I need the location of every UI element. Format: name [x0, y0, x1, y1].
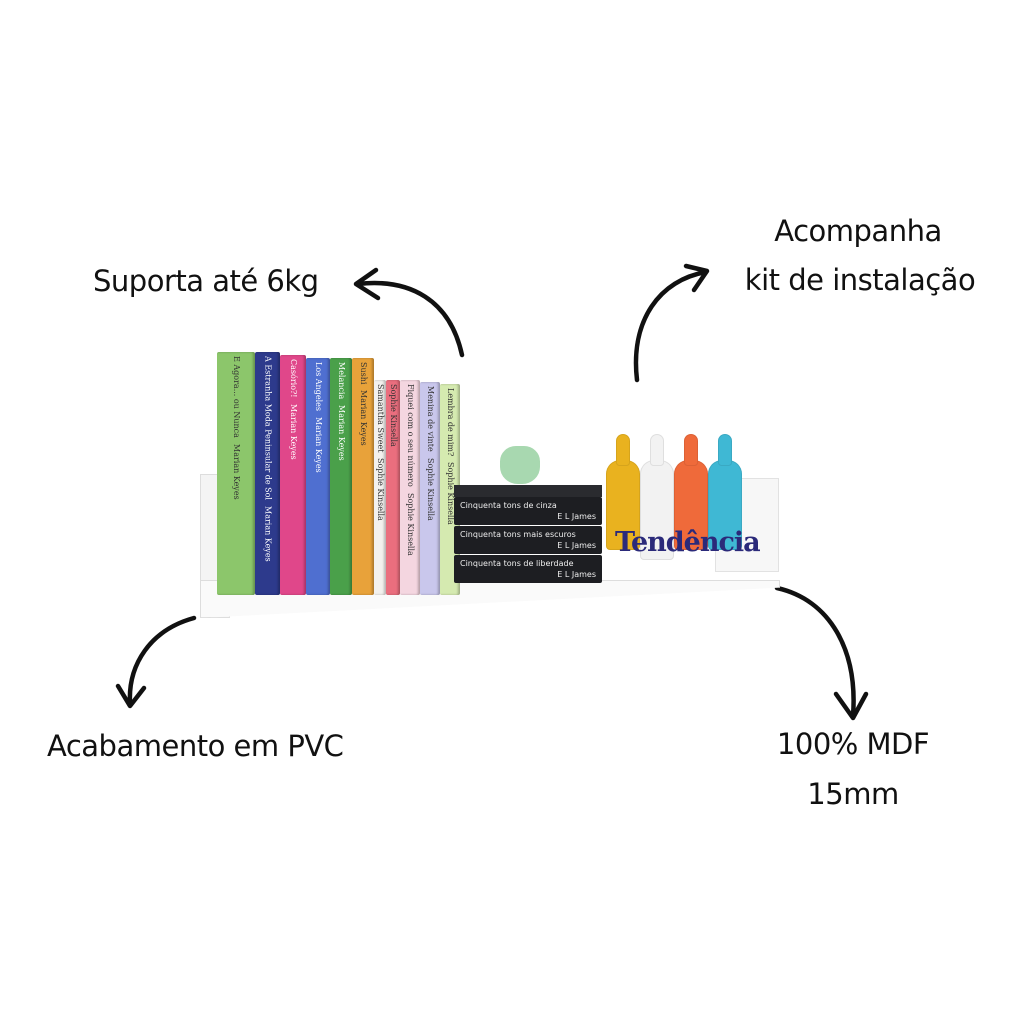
arrowhead-capacity	[353, 267, 381, 301]
arrow-material	[774, 585, 856, 719]
book-title: A Estranha Moda Peninsular de Sol	[263, 356, 273, 500]
bottle-neck	[650, 434, 664, 466]
finish-callout: Acabamento em PVC	[47, 729, 344, 763]
bottle-neck	[616, 434, 630, 466]
book-author: Marian Keyes	[337, 405, 346, 461]
book-author: Marian Keyes	[263, 505, 273, 562]
book-title: Fiquei com o seu número	[406, 384, 415, 487]
arrowhead-kit	[683, 263, 710, 293]
book-title: Lembra de mim?	[446, 388, 455, 457]
material-callout-line1: 100% MDF	[776, 727, 930, 761]
bottle-2	[640, 460, 674, 560]
arrow-capacity	[355, 280, 465, 358]
arrowhead-material	[833, 691, 869, 721]
book-author: Marian Keyes	[232, 443, 241, 500]
book-8: Sophie Kinsella	[386, 380, 400, 595]
book-title: Melancia	[337, 362, 346, 400]
book-title: Sushi	[359, 362, 368, 385]
book-title: Samantha Sweet	[376, 384, 385, 453]
arrow-finish	[127, 615, 197, 706]
arrowhead-finish	[115, 683, 147, 709]
book-title: Menina de vinte	[426, 386, 435, 452]
book-title: E Agora... ou Nunca	[232, 356, 241, 438]
book-author: Marian Keyes	[359, 390, 368, 447]
book-title: Los Angeles	[314, 362, 323, 411]
book-title: Sophie Kinsella	[389, 384, 398, 447]
book-author: Sophie Kinsella	[406, 492, 415, 556]
material-callout-line2: 15mm	[807, 777, 899, 811]
capacity-callout: Suporta até 6kg	[93, 264, 319, 298]
bottle-neck	[684, 434, 698, 466]
book-author: Marian Keyes	[314, 416, 323, 473]
kit-callout-line2: kit de instalação	[744, 263, 976, 297]
green-vase	[500, 446, 540, 484]
bottle-1	[606, 460, 640, 550]
arrow-kit	[633, 269, 709, 383]
book-author: Sophie Kinsella	[426, 457, 435, 521]
book-author: Sophie Kinsella	[376, 458, 385, 522]
stack-top	[454, 485, 602, 497]
book-author: Marian Keyes	[289, 403, 298, 460]
book-3: Casório?! Marian Keyes	[280, 355, 306, 595]
book-title: Casório?!	[289, 359, 298, 398]
book-author: Sophie Kinsella	[446, 462, 455, 526]
tendencia-decor: Tendência	[615, 527, 761, 558]
kit-callout-line1: Acompanha	[774, 214, 942, 248]
bottle-3	[674, 460, 708, 550]
bottle-neck	[718, 434, 732, 466]
